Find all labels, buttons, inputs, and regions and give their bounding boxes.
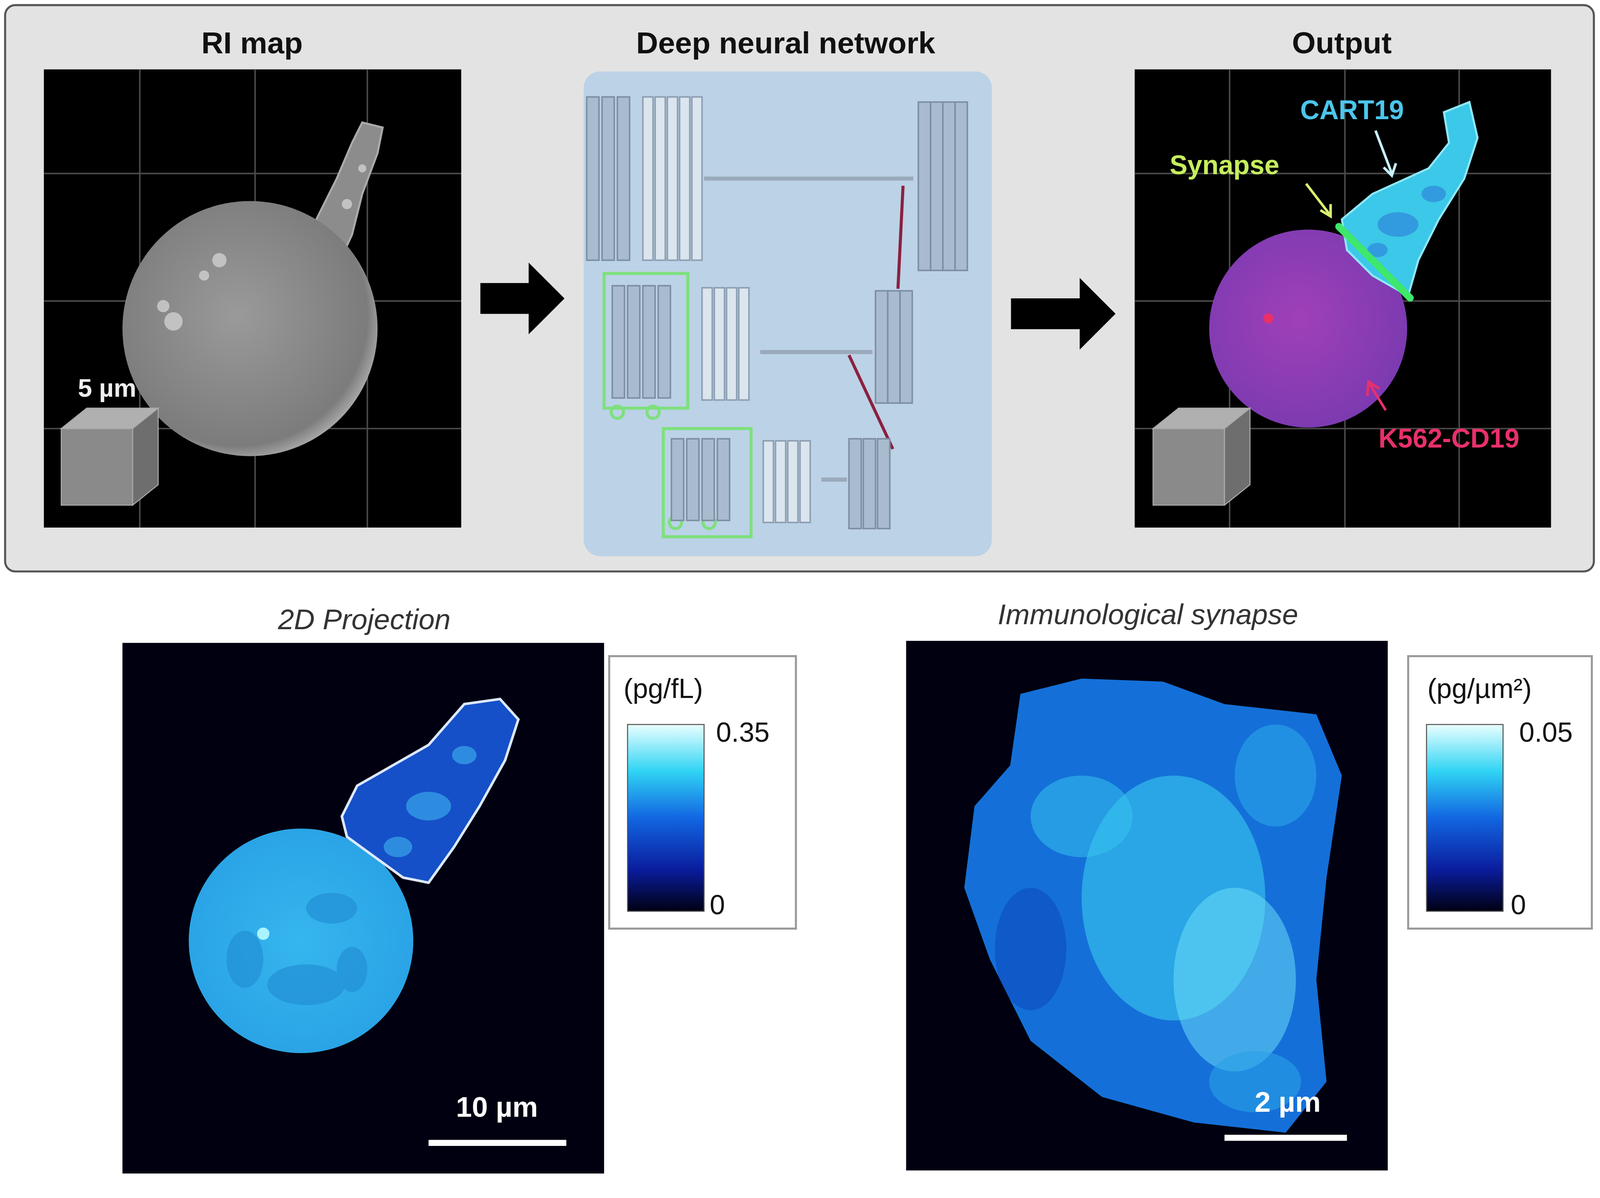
panel-title: Output: [1292, 25, 1392, 61]
image-panel: [1134, 69, 1551, 528]
cell-texture: [226, 892, 368, 1005]
panel-title: Deep neural network: [636, 25, 936, 61]
scale-label: 5 µm: [77, 373, 137, 403]
projection-panel: 2D Projection10 µm: [122, 642, 605, 1174]
network-panel: Deep neural network: [583, 71, 993, 556]
image-panel: [122, 642, 605, 1174]
scale-label: 10 µm: [455, 1090, 538, 1124]
leader-arrows: [1306, 130, 1397, 410]
synapse-surface: [1338, 226, 1410, 298]
skip-connections: [704, 178, 914, 480]
synapse-map: [964, 678, 1342, 1133]
unit-label: (pg/fL): [623, 672, 703, 705]
encoder-blocks: [604, 273, 752, 537]
panel-title: Immunological synapse: [997, 597, 1299, 631]
cell-texture: [383, 745, 477, 858]
scale-bar: [428, 1139, 567, 1146]
colorbar-legend: (pg/µm²) 0.05 0: [1408, 656, 1593, 929]
callout-label: CART19: [1300, 95, 1404, 126]
upsample-lines: [849, 185, 904, 450]
cell-spot: [1263, 313, 1274, 324]
projected-cart19-cell: [341, 698, 519, 883]
image-panel: [43, 69, 462, 528]
colorbar-box: [609, 656, 796, 929]
colorbar-legend: (pg/fL) 0.35 0: [609, 656, 796, 929]
scale-bar: [1224, 1134, 1348, 1141]
image-panel: [906, 640, 1388, 1171]
output-panel: OutputCART19SynapseK562-CD19: [1134, 69, 1551, 528]
synapse-panel: Immunological synapse2 µm: [906, 640, 1388, 1171]
panel-title: RI map: [201, 25, 303, 61]
feature-slabs: [642, 97, 811, 523]
synapse-texture: [995, 724, 1317, 1113]
grid-lines: [43, 69, 462, 528]
projected-target-cell: [188, 828, 414, 1054]
ri-map-panel: RI map5 µm: [43, 69, 462, 528]
cell-texture: [1367, 185, 1447, 258]
callout-label: Synapse: [1169, 150, 1280, 181]
top-band: [5, 5, 1594, 572]
unit-label: (pg/µm²): [1427, 672, 1533, 705]
colorbar-box: [1408, 656, 1593, 929]
target-cell: [122, 200, 378, 456]
tick-label: 0.35: [716, 716, 770, 749]
colorbar: [1426, 724, 1504, 912]
bright-spot: [257, 927, 270, 940]
tick-label: 0: [1510, 889, 1527, 921]
flow-arrow: [480, 262, 565, 335]
organelles: [157, 164, 367, 331]
tick-label: 0.05: [1519, 716, 1573, 749]
panel-title: 2D Projection: [277, 602, 451, 636]
flow-arrow: [1010, 277, 1116, 350]
cube-icon: [61, 408, 159, 506]
colorbar: [627, 724, 705, 912]
layer-slabs: [586, 97, 968, 529]
cube-icon: [1152, 408, 1250, 506]
callout-label: K562-CD19: [1378, 423, 1520, 455]
cart19-cell: [1341, 102, 1478, 296]
tick-label: 0: [709, 889, 725, 921]
scale-label: 2 µm: [1254, 1085, 1321, 1119]
network-panel: [583, 71, 993, 556]
grid-lines: [1134, 69, 1551, 528]
